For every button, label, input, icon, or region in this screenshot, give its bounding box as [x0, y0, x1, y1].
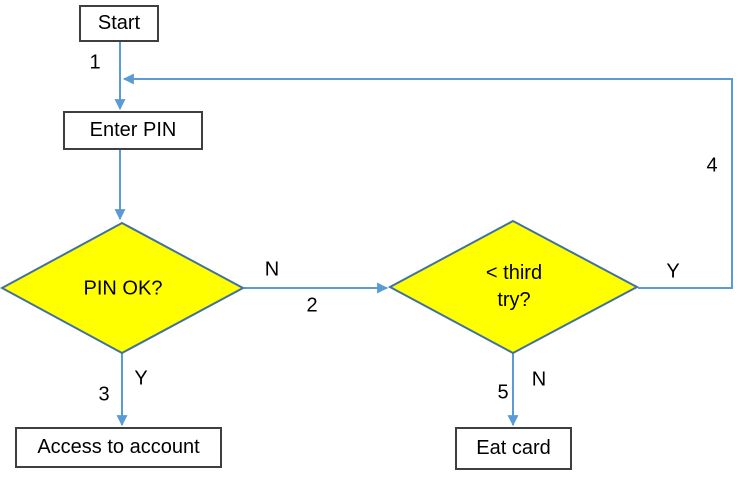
eat-card-node-label: Eat card	[476, 437, 551, 459]
pin-ok-decision-shape	[0, 221, 246, 355]
connector-thirdtry-loopback	[122, 73, 733, 289]
edge-label-pin-ok-yes: Y	[134, 367, 148, 390]
access-account-node-label: Access to account	[37, 436, 200, 458]
edge-label-2: 2	[306, 294, 318, 317]
edge-label-4: 4	[706, 154, 718, 177]
access-account-node: Access to account	[15, 427, 222, 468]
enter-pin-node-label: Enter PIN	[89, 119, 177, 141]
edge-label-5: 5	[497, 381, 509, 404]
edge-label-1: 1	[89, 51, 101, 74]
eat-card-node: Eat card	[455, 427, 572, 470]
edge-label-third-try-yes: Y	[666, 260, 680, 283]
edge-label-pin-ok-no: N	[264, 258, 280, 281]
third-try-decision-label: < third try?	[485, 262, 543, 311]
start-node: Start	[79, 5, 159, 42]
start-node-label: Start	[97, 12, 141, 34]
enter-pin-node: Enter PIN	[63, 111, 203, 150]
third-try-decision-shape	[387, 219, 640, 355]
edge-label-third-try-no: N	[531, 368, 547, 391]
edge-label-3: 3	[98, 383, 110, 406]
pin-ok-decision-label: PIN OK?	[83, 277, 163, 300]
